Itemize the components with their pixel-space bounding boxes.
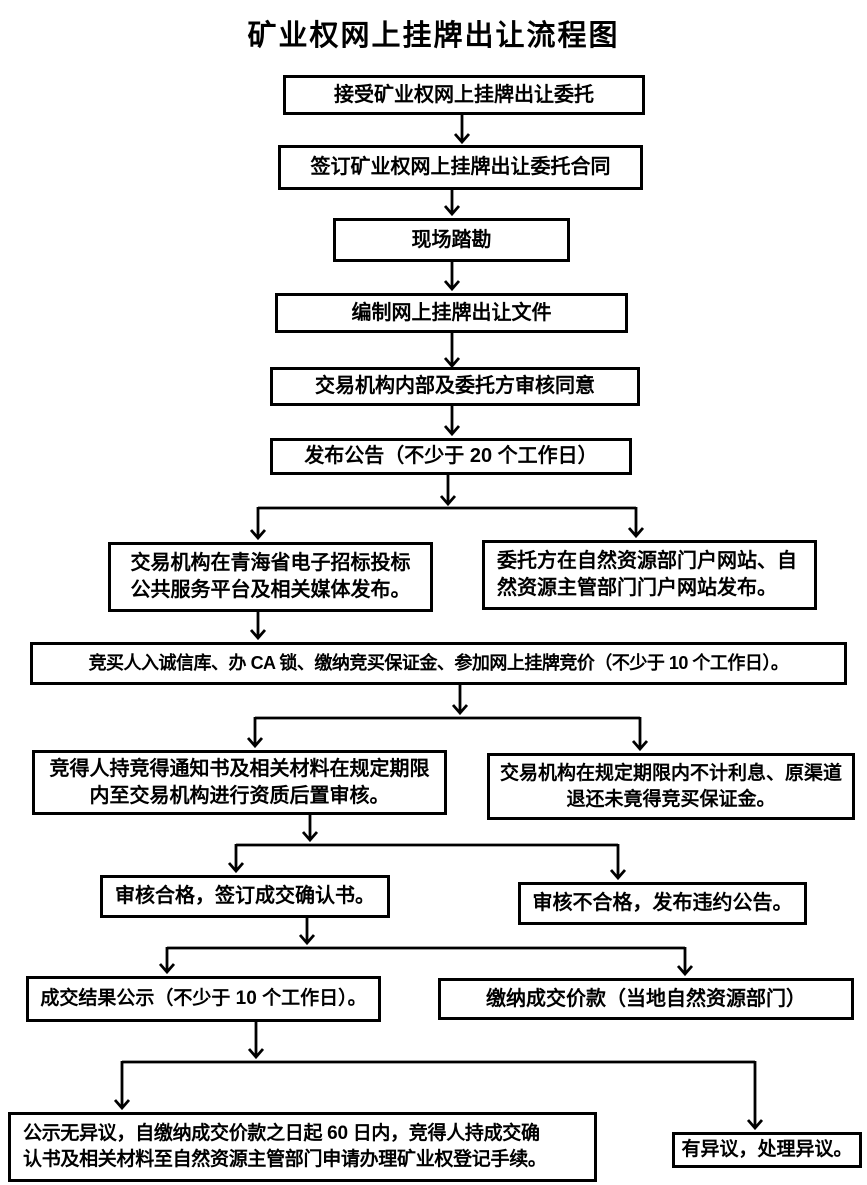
node-exchange-platform-publish: 交易机构在青海省电子招标投标 公共服务平台及相关媒体发布。	[108, 542, 433, 612]
node-site-survey: 现场踏勘	[333, 218, 570, 262]
node-publish-announcement: 发布公告（不少于 20 个工作日）	[270, 438, 632, 475]
node-review-fail-breach-announcement: 审核不合格，发布违约公告。	[518, 882, 807, 925]
node-prepare-listing-documents: 编制网上挂牌出让文件	[275, 293, 628, 333]
node-bidder-registration-bidding: 竞买人入诚信库、办 CA 锁、缴纳竞买保证金、参加网上挂牌竞价（不少于 10 个…	[30, 642, 847, 685]
node-objection-handling: 有异议，处理异议。	[672, 1132, 862, 1168]
node-pay-transaction-price: 缴纳成交价款（当地自然资源部门）	[438, 978, 854, 1020]
node-sign-contract: 签订矿业权网上挂牌出让委托合同	[278, 145, 643, 190]
node-winner-qualification-review: 竞得人持竞得通知书及相关材料在规定期限 内至交易机构进行资质后置审核。	[32, 750, 447, 815]
node-result-publicity: 成交结果公示（不少于 10 个工作日）。	[26, 976, 381, 1022]
node-no-objection-registration: 公示无异议，自缴纳成交价款之日起 60 日内，竞得人持成交确 认书及相关材料至自…	[8, 1112, 597, 1182]
node-internal-client-review: 交易机构内部及委托方审核同意	[270, 367, 640, 406]
connector-lines	[113, 115, 764, 1131]
page-title: 矿业权网上挂牌出让流程图	[247, 20, 620, 52]
node-review-pass-sign-confirmation: 审核合格，签订成交确认书。	[100, 875, 390, 918]
node-client-website-publish: 委托方在自然资源部门户网站、自 然资源主管部门门户网站发布。	[482, 540, 817, 610]
node-refund-deposit: 交易机构在规定期限内不计利息、原渠道 退还未竟得竞买保证金。	[487, 753, 855, 820]
node-accept-entrust: 接受矿业权网上挂牌出让委托	[283, 75, 645, 115]
